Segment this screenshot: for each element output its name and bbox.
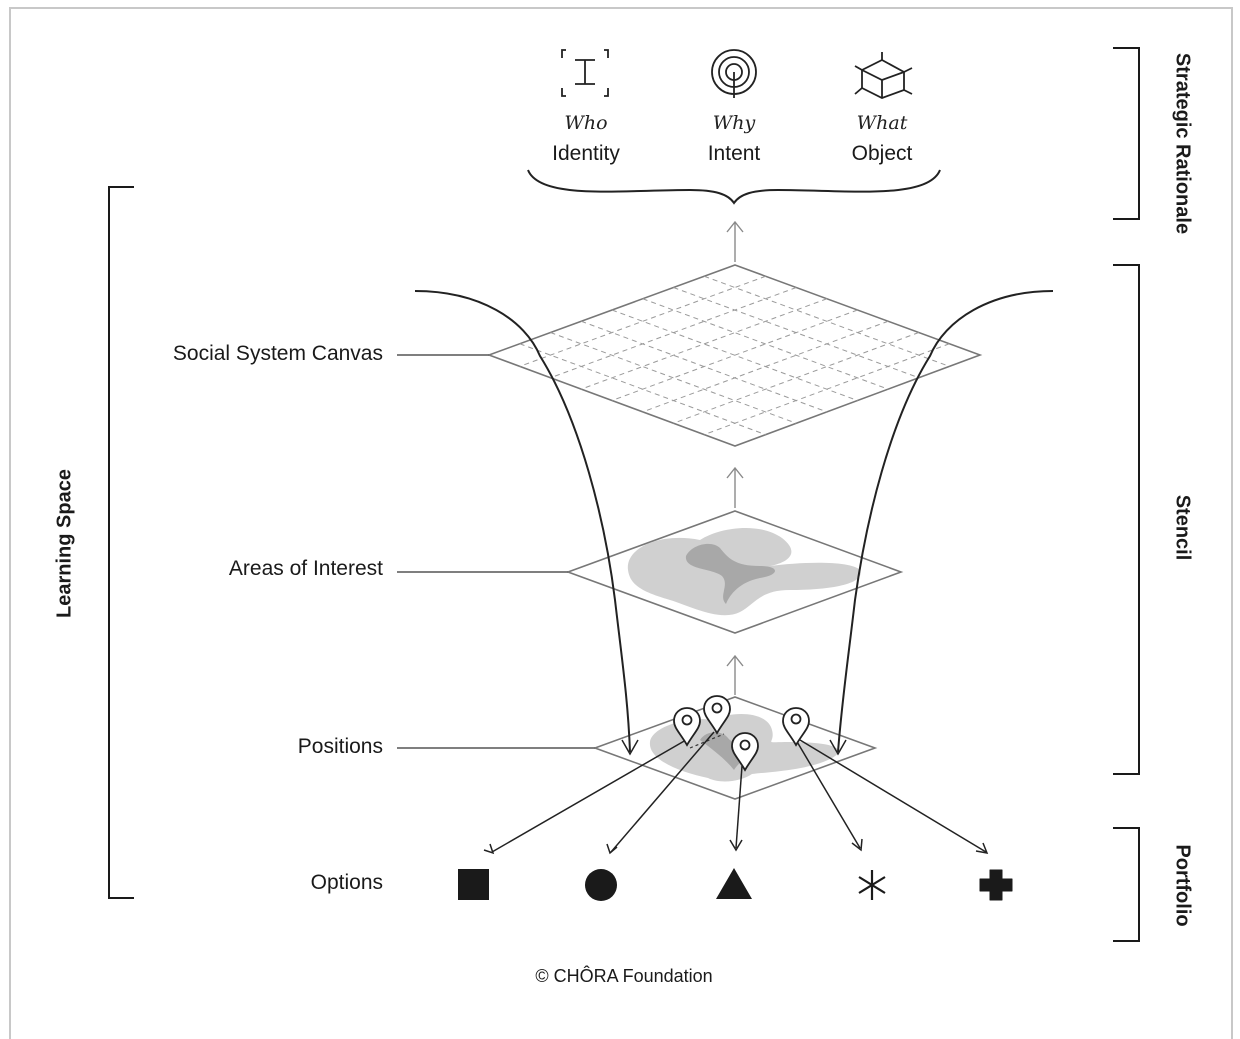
- asterisk-icon: [858, 870, 886, 900]
- stencil-label: Stencil: [1171, 494, 1194, 561]
- arrow-to-square: [491, 739, 687, 853]
- social-system-canvas-plane: [486, 264, 983, 447]
- areas-label: Areas of Interest: [228, 557, 383, 580]
- arrow-to-circle: [610, 731, 715, 853]
- canvas-label: Social System Canvas: [172, 342, 383, 365]
- circle-icon: [585, 869, 617, 901]
- canvas-grid-line: [550, 332, 797, 424]
- right-outer-curve: [837, 290, 1054, 753]
- learning-space-label: Learning Space: [53, 469, 76, 618]
- intent-label: Intent: [707, 142, 761, 165]
- identity-label: Identity: [552, 142, 620, 165]
- what-script-label: What: [856, 112, 908, 134]
- object-cube-icon: [854, 52, 913, 99]
- up-arrow-lower: [726, 654, 744, 695]
- position-pin-1: [673, 707, 701, 747]
- arrow-to-asterisk: [795, 739, 861, 849]
- square-icon: [458, 869, 489, 900]
- canvas-grid-line: [673, 332, 919, 424]
- position-pin-3: [731, 732, 759, 772]
- arrowhead-triangle: [729, 839, 743, 852]
- positions-label: Positions: [297, 735, 383, 758]
- why-script-label: Why: [712, 112, 756, 134]
- canvas-grid-line: [642, 298, 889, 390]
- options-label: Options: [310, 871, 383, 894]
- arrow-to-triangle: [735, 765, 743, 849]
- canvas-grid-line: [519, 343, 766, 436]
- outer-frame: [9, 7, 1233, 1039]
- canvas-grid-line: [581, 320, 828, 413]
- who-script-label: Who: [564, 112, 608, 134]
- strategic-rationale-label: Strategic Rationale: [1171, 52, 1194, 235]
- identity-frame-icon: [561, 49, 609, 97]
- portfolio-label: Portfolio: [1171, 844, 1194, 927]
- learning-space-bracket: [108, 186, 134, 899]
- canvas-grid-line: [704, 275, 950, 367]
- areas-of-interest-plane: [565, 510, 904, 634]
- right-curve-arrowhead: [829, 739, 847, 756]
- intent-target-icon: [711, 49, 757, 98]
- arrowhead-cross: [975, 842, 989, 854]
- position-pin-2: [703, 695, 731, 735]
- position-pin-4: [782, 707, 810, 747]
- arrowhead-square: [483, 843, 495, 855]
- interest-overlap-blob: [685, 543, 775, 604]
- copyright-footer: © CHÔRA Foundation: [535, 966, 713, 986]
- canvas-grid-line: [581, 298, 828, 390]
- stencil-bracket: [1113, 264, 1140, 775]
- up-arrow-middle: [726, 466, 744, 508]
- arrowhead-circle: [606, 843, 618, 855]
- up-arrow-top: [726, 220, 744, 262]
- top-curly-brace: [527, 169, 941, 205]
- triangle-icon: [716, 868, 752, 899]
- left-curve-arrowhead: [621, 739, 639, 756]
- portfolio-bracket: [1113, 827, 1140, 942]
- canvas-grid-line: [642, 320, 889, 413]
- canvas-grid-line: [519, 275, 766, 367]
- left-outer-curve: [414, 290, 631, 753]
- object-label: Object: [851, 142, 913, 165]
- canvas-grid: [519, 275, 950, 436]
- arrow-to-cross: [799, 739, 987, 853]
- canvas-grid-line: [611, 309, 858, 401]
- cross-icon: [979, 869, 1013, 901]
- strategic-rationale-bracket: [1113, 47, 1140, 220]
- canvas-grid-line: [704, 343, 950, 436]
- arrowhead-asterisk: [851, 838, 863, 852]
